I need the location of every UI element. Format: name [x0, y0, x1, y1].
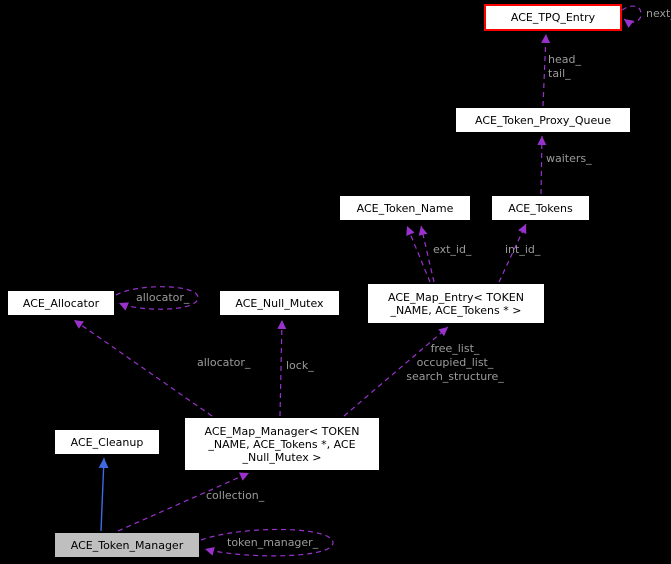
edge-label-allocator-self: allocator_ — [136, 291, 190, 304]
edge-ext-id — [406, 225, 431, 283]
edge-label-next: next_ — [646, 7, 671, 20]
edge-lock — [277, 319, 287, 417]
edge-int-id — [498, 223, 527, 283]
edge-token-manager-self-loop — [200, 528, 334, 557]
edge-inheritance-cleanup — [98, 457, 109, 532]
edge-label-collection: collection_ — [206, 489, 265, 502]
edge-next-self-loop — [621, 5, 642, 28]
node-ace-tokens[interactable]: ACE_Tokens — [491, 195, 590, 221]
edge-waiters — [537, 135, 547, 195]
node-ace-map-entry[interactable]: ACE_Map_Entry< TOKEN _NAME, ACE_Tokens *… — [367, 283, 545, 324]
edge-label-token-manager-self: token_manager_ — [227, 536, 319, 549]
node-ace-token-manager[interactable]: ACE_Token_Manager — [54, 532, 200, 558]
node-ace-tpq-entry[interactable]: ACE_TPQ_Entry — [484, 4, 622, 31]
edge-head-tail — [541, 33, 551, 107]
node-ace-cleanup[interactable]: ACE_Cleanup — [54, 429, 160, 455]
edge-label-allocator: allocator_ — [197, 356, 251, 369]
edge-label-ext-id: ext_id_ — [433, 243, 472, 256]
edge-map-lists — [343, 326, 449, 417]
edge-ext-id-2 — [418, 225, 435, 283]
node-ace-allocator[interactable]: ACE_Allocator — [7, 290, 115, 316]
edge-label-lock: lock_ — [286, 359, 314, 372]
edge-label-int-id: int_id_ — [505, 243, 541, 256]
edge-label-head-tail: head_ tail_ — [548, 53, 581, 80]
node-ace-null-mutex[interactable]: ACE_Null_Mutex — [219, 290, 340, 316]
edge-allocator — [73, 319, 213, 417]
node-ace-token-proxy-queue[interactable]: ACE_Token_Proxy_Queue — [455, 107, 631, 133]
edge-collection — [117, 472, 250, 532]
node-ace-map-manager[interactable]: ACE_Map_Manager< TOKEN _NAME, ACE_Tokens… — [184, 417, 380, 471]
node-ace-token-name[interactable]: ACE_Token_Name — [339, 195, 471, 221]
edge-label-map-lists: free_list_ occupied_list_ search_structu… — [406, 342, 504, 383]
edge-allocator-self-loop — [115, 286, 199, 311]
edge-label-waiters: waiters_ — [546, 152, 592, 165]
